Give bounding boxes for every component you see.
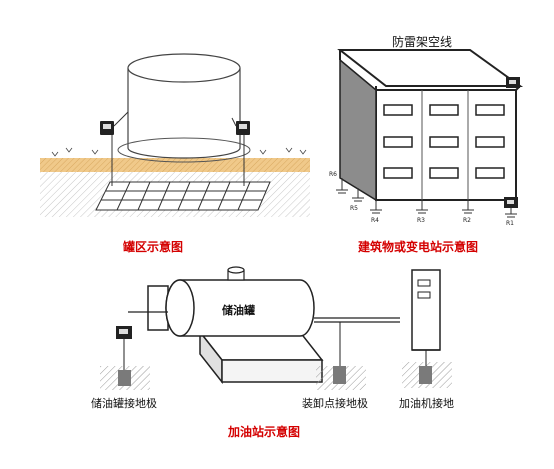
building-caption: 建筑物或变电站示意图 <box>358 240 479 254</box>
grounding-grid <box>95 181 271 211</box>
tank-ground-sensor-icon <box>116 326 132 339</box>
building-panel <box>336 49 524 218</box>
lightning-wire-label: 防雷架空线 <box>392 35 453 49</box>
fuel-dispenser <box>411 269 441 351</box>
tank-area-panel <box>40 53 310 217</box>
tank-area-caption: 罐区示意图 <box>123 240 184 254</box>
ground-point-r5: R5 <box>350 205 358 212</box>
dispenser-grounding-label: 加油机接地 <box>399 397 454 410</box>
tank-grounding-label: 储油罐接地极 <box>91 397 157 410</box>
storage-tank <box>117 53 251 163</box>
ground-point-r2: R2 <box>463 217 471 224</box>
building-side <box>339 58 377 202</box>
ground-sensor-right-icon <box>231 117 250 186</box>
tank-grounding-electrode <box>100 339 150 390</box>
building-ground-sensor-icon <box>504 197 518 208</box>
ground-point-r6: R6 <box>329 171 337 178</box>
unload-grounding-label: 装卸点接地极 <box>302 397 368 410</box>
roof-sensor-icon <box>506 77 520 88</box>
gas-station-panel <box>100 266 452 390</box>
oil-tank-label: 储油罐 <box>222 304 255 317</box>
ground-point-r1: R1 <box>506 220 514 227</box>
building-windows <box>383 104 505 179</box>
ground-point-r4: R4 <box>371 217 379 224</box>
ground-sensor-left-icon <box>100 111 129 186</box>
unload-grounding-electrode <box>316 322 366 390</box>
dispenser-grounding-electrode <box>402 350 452 388</box>
gas-station-caption: 加油站示意图 <box>228 425 301 439</box>
oil-tank <box>165 266 315 337</box>
ground-point-r3: R3 <box>417 217 425 224</box>
